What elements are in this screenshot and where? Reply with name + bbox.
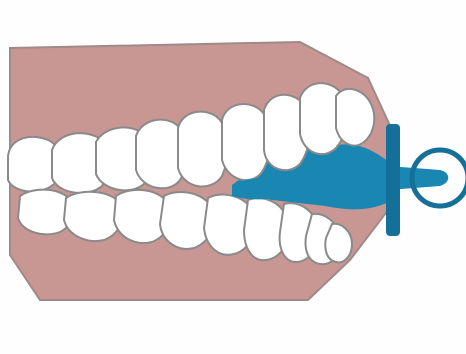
tooth-icon — [178, 112, 228, 187]
